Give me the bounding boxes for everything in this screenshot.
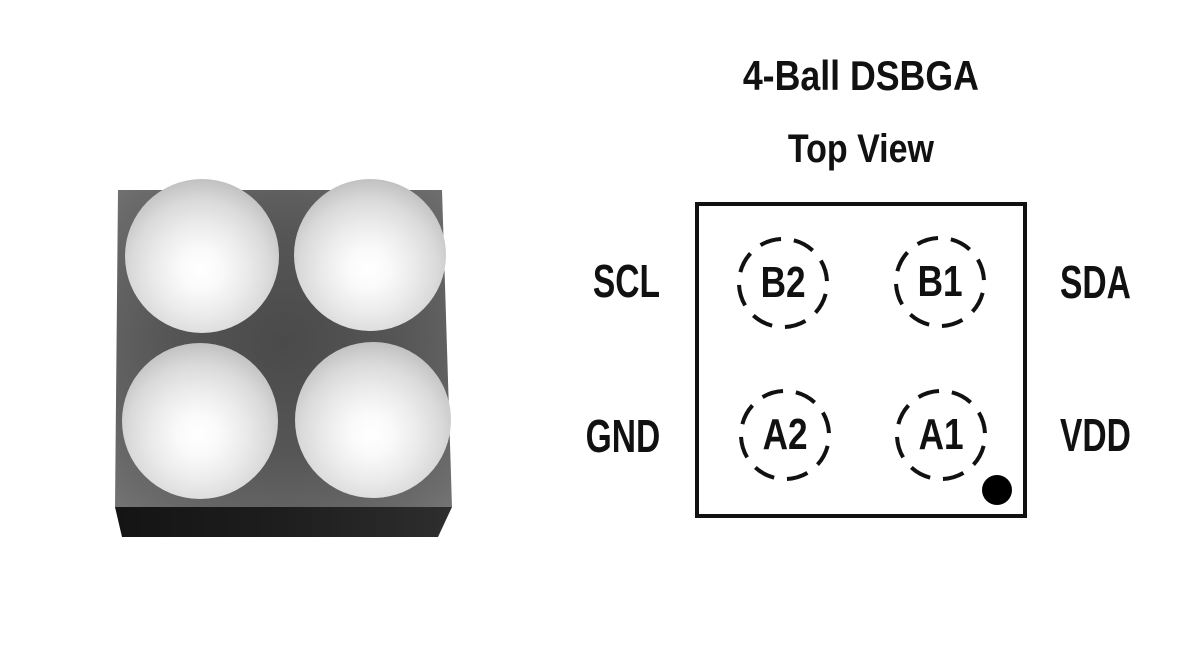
pin1-indicator-dot: [982, 475, 1012, 505]
ball-label-a2: A2: [762, 410, 808, 459]
ball-pad-a2: A2: [739, 389, 831, 481]
figure-title: 4-Ball DSBGA: [695, 52, 1027, 100]
ball-pad-a1: A1: [895, 389, 987, 481]
package-3d-render: [115, 179, 452, 537]
ball-label-a1: A1: [918, 410, 964, 459]
figure-subtitle: Top View: [695, 127, 1027, 172]
ball-label-b2: B2: [760, 258, 806, 307]
signal-label-sda: SDA: [1060, 256, 1131, 308]
solder-ball-bottom-right: [295, 342, 451, 498]
signal-label-gnd: GND: [585, 410, 660, 462]
ball-pad-b1: B1: [894, 236, 986, 328]
signal-label-vdd: VDD: [1060, 409, 1131, 461]
solder-ball-top-right: [294, 179, 446, 331]
solder-ball-bottom-left: [122, 343, 278, 499]
figure-subtitle-text: Top View: [787, 127, 935, 171]
figure-title-text: 4-Ball DSBGA: [742, 52, 980, 99]
signal-label-scl: SCL: [592, 255, 660, 307]
ball-label-b1: B1: [917, 257, 963, 306]
package-side-face: [115, 507, 452, 537]
package-outline: B2 B1 A2 A1: [695, 202, 1027, 518]
ball-pad-b2: B2: [737, 237, 829, 329]
solder-ball-top-left: [125, 179, 279, 333]
